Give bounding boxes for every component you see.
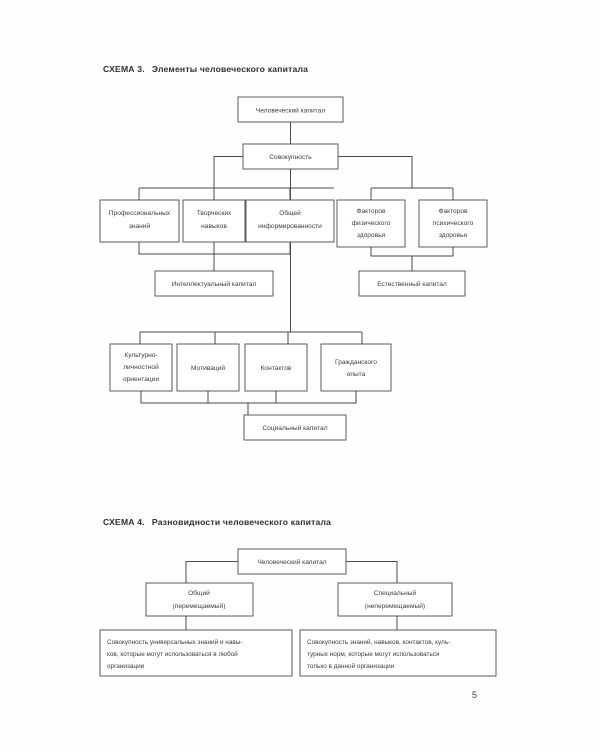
node-civil-line-2: опыта	[347, 371, 366, 378]
node4-special-line-1: Специальный	[374, 589, 417, 597]
node-contacts-label: Контактов	[261, 365, 292, 372]
node-physical-line-2: физического	[352, 220, 391, 227]
node-root-label: Человеческий капитал	[256, 106, 325, 114]
node-psychic-line-1: Факторов	[438, 208, 468, 215]
node4-general-desc-line-2: ков, которые могут использоваться в любо…	[107, 650, 238, 658]
node-culture-line-1: Культурно-	[124, 352, 157, 359]
node4-general-desc-line-1: Совокупность универсальных знаний и навы…	[107, 638, 243, 646]
node4-special-desc-line-2: турных норм, которые могут использоватьс…	[307, 651, 440, 658]
node-prof-box	[99, 199, 180, 243]
node4-root-box	[237, 548, 347, 575]
node-intellectual-box	[154, 270, 274, 297]
node-physical-box	[336, 199, 406, 248]
connector4-left	[185, 561, 238, 583]
node-contacts-box	[244, 343, 308, 392]
node4-root-label: Человеческий капитал	[257, 558, 326, 566]
node4-special-desc-line-3: только в данной организации	[307, 662, 395, 670]
node-civil-line-1: Гражданского	[335, 359, 377, 366]
page-number: 5	[472, 690, 478, 700]
scheme-4-diagram: Человеческий капитал Общий (перемещаемый…	[99, 548, 497, 677]
node-motivation-box	[176, 343, 240, 392]
node4-general-line-2: (перемещаемый)	[173, 602, 226, 610]
node-prof-line-1: Профессиональных	[109, 210, 171, 217]
connector-merge-row3-bus	[140, 391, 357, 404]
node-psychic-line-2: психического	[433, 220, 474, 227]
node4-special-desc-box	[299, 629, 497, 677]
connector4-right	[346, 561, 398, 583]
node-aggregate-label: Совокупность	[269, 154, 312, 161]
scheme-4-heading: СХЕМА 4. Разновидности человеческого капи…	[103, 517, 331, 527]
node4-general-line-1: Общий	[188, 589, 210, 597]
node4-special-box	[337, 582, 453, 617]
connector-merge-right-bus	[370, 247, 454, 257]
node-info-box	[245, 199, 335, 243]
node4-general-desc-box	[99, 629, 293, 677]
node-creative-line-2: навыков	[201, 223, 227, 230]
node-culture-line-3: ориентации	[123, 376, 159, 383]
scheme-3-title: Элементы человеческого капитала	[151, 64, 309, 74]
node-social-label: Социальный капитал	[262, 424, 327, 432]
scheme-3-label: СХЕМА 3.	[103, 64, 145, 74]
node-info-line-2: информированности	[258, 223, 322, 230]
node-psychic-line-3: здоровья	[439, 232, 468, 239]
node-physical-line-3: здоровья	[357, 232, 386, 239]
node-creative-box	[182, 199, 246, 243]
node-motivation-label: Мотиваций	[191, 364, 225, 372]
connector-aggregate-right	[338, 156, 413, 188]
node-culture-box	[109, 343, 173, 392]
node4-general-desc-line-3: организации	[107, 663, 145, 670]
node-creative-line-1: Творческих	[197, 210, 232, 217]
node4-special-line-2: (неперемещаемый)	[365, 602, 425, 610]
node-prof-line-2: знаний	[129, 222, 151, 230]
node-culture-line-2: личностной	[123, 363, 159, 371]
node4-general-box	[145, 582, 254, 617]
node-root-box	[237, 96, 344, 123]
scheme-3-heading: СХЕМА 3. Элементы человеческого капитала	[103, 64, 308, 74]
scheme-4-label: СХЕМА 4.	[103, 517, 145, 527]
scheme-4-title: Разновидности человеческого капитала	[151, 517, 332, 527]
node-natural-box	[358, 270, 466, 297]
node-psychic-box	[418, 199, 488, 248]
node-social-box	[243, 414, 347, 441]
node4-special-desc-line-1: Совокупность знаний, навыков, контактов,…	[307, 638, 450, 646]
node-intellectual-label: Интеллектуальный капитал	[172, 280, 257, 288]
connector-merge-left-bus	[138, 242, 290, 255]
node-info-line-1: Общей	[279, 209, 301, 217]
scheme-3-diagram: Человеческий капитал Совокупность Профес…	[99, 96, 488, 441]
node-physical-line-1: Факторов	[356, 208, 386, 215]
node-civil-box	[320, 343, 392, 392]
node-natural-label: Естественный капитал	[377, 280, 447, 288]
